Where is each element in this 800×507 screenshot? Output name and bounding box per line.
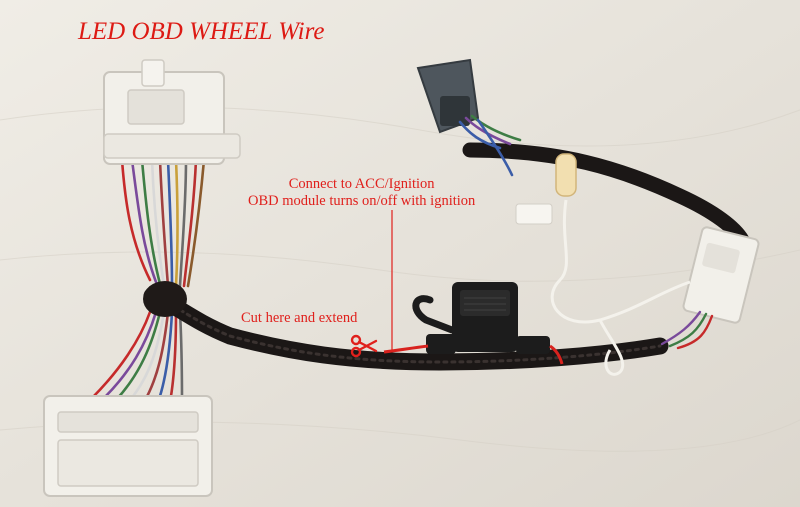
top-connector-wires (120, 158, 206, 288)
right-connector-wires (660, 310, 714, 350)
upper-harness-sleeve (462, 142, 750, 248)
acc-white-loop (598, 319, 625, 376)
grey-connector (416, 58, 480, 134)
acc-note-line-2: OBD module turns on/off with ignition (248, 193, 476, 209)
bottom-obd-connector (43, 395, 213, 497)
red-wire-left (383, 344, 429, 354)
acc-white-lead (550, 199, 691, 324)
inline-fuse-holder (412, 282, 550, 354)
top-obd-connector (103, 59, 241, 165)
grey-connector-wires (458, 114, 522, 177)
bundle-wrap (143, 281, 187, 317)
acc-ignition-note: Connect to ACC/Ignition OBD module turns… (248, 176, 475, 210)
yellow-terminal (555, 153, 577, 197)
scissors-icon (350, 334, 378, 358)
sleeve-texture (150, 294, 662, 364)
wire-tag (515, 203, 553, 225)
acc-note-line-1: Connect to ACC/Ignition (288, 176, 435, 192)
right-white-connector (682, 226, 760, 324)
red-wire-right (549, 344, 564, 365)
image-title: LED OBD WHEEL Wire (78, 18, 325, 45)
cut-here-note: Cut here and extend (241, 310, 358, 326)
